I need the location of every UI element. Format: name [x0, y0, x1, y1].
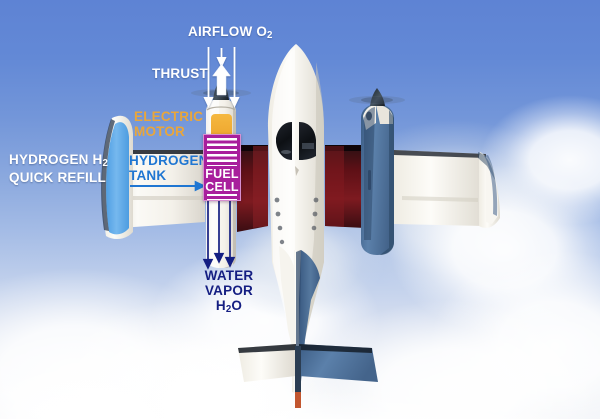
right-wing [394, 150, 500, 228]
fuel-cell-stack-stripes [207, 138, 237, 166]
water-vapor-arrow-group [202, 201, 236, 270]
wing-root-right [325, 145, 365, 228]
wing-root-left [237, 145, 268, 232]
label-airflow: AIRFLOW O2 [188, 24, 273, 42]
airflow-arrow-group [203, 47, 240, 108]
left-wing [101, 115, 205, 240]
tail-assembly [238, 246, 378, 408]
fuel-cell-stack-stripes-lower [207, 194, 237, 200]
electric-motor-block [211, 114, 232, 140]
thrust-arrow [212, 63, 231, 96]
label-thrust: THRUST [152, 66, 208, 81]
right-engine-nacelle [349, 88, 405, 255]
